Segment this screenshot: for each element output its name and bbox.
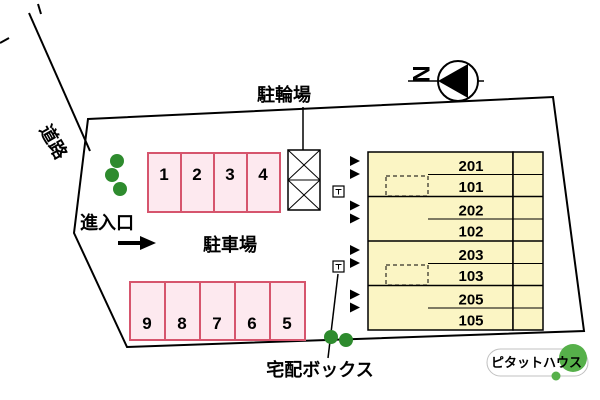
- unit-entrance-marker: [350, 289, 360, 300]
- stall-number: 2: [192, 165, 201, 184]
- road-label: 道路: [36, 121, 73, 164]
- unit-entrance-marker: [350, 213, 360, 224]
- bicycle-parking-label: 駐輪場: [257, 84, 311, 105]
- delivery-box-label: 宅配ボックス: [266, 359, 373, 380]
- unit-entrance-marker: [350, 200, 360, 211]
- stair-outline: [385, 264, 429, 286]
- tree: [339, 333, 353, 347]
- tree: [113, 182, 127, 196]
- stair-outline: [385, 175, 429, 197]
- property-boundary: [72, 95, 586, 349]
- stall-number: 1: [159, 165, 168, 184]
- parking-stalls-bottom: 9 8 7 6 5: [129, 281, 306, 341]
- tree: [324, 330, 338, 344]
- stall-number: 4: [258, 165, 268, 184]
- entrance-label: 進入口: [80, 212, 134, 233]
- delivery-box-pointer: [327, 273, 339, 359]
- unit-number-lower: 103: [458, 268, 483, 285]
- delivery-box: [332, 260, 345, 273]
- unit-entrance-marker: [350, 258, 360, 268]
- road-tick: [37, 3, 42, 15]
- north-arrow: [438, 64, 468, 98]
- stall-group-outline: [129, 281, 306, 341]
- stall-number: 3: [225, 165, 234, 184]
- unit-number-lower: 102: [458, 224, 483, 241]
- stall-number: 6: [247, 314, 256, 333]
- stall-number: 7: [212, 314, 221, 333]
- unit-number-upper: 203: [458, 247, 483, 264]
- entrance-arrow-head: [140, 236, 156, 250]
- unit-entrance-marker: [350, 156, 360, 166]
- stall-number: 5: [282, 314, 291, 333]
- road-edge-mark: [0, 37, 10, 44]
- unit-number-upper: 202: [458, 203, 483, 220]
- unit-number-lower: 101: [458, 179, 483, 196]
- unit-entrance-marker: [350, 302, 360, 313]
- stall-number: 8: [177, 314, 186, 333]
- stall-number: 9: [142, 314, 151, 333]
- unit-number-upper: 205: [458, 292, 483, 309]
- logo-green-dot: [551, 371, 561, 381]
- road-boundary-line: [28, 12, 91, 152]
- north-compass: N: [407, 60, 484, 102]
- unit-number-lower: 105: [458, 313, 483, 330]
- logo-green-blob: [559, 344, 587, 372]
- logo-text: ピタットハウス: [491, 355, 582, 370]
- unit-number-upper: 201: [458, 158, 483, 175]
- bicycle-parking-area: [287, 149, 321, 211]
- unit-entrance-marker: [350, 245, 360, 255]
- building: 201 101 202 102 203 103 205 105: [350, 151, 544, 331]
- tree: [105, 168, 119, 182]
- tree: [110, 154, 124, 168]
- unit-entrance-marker: [350, 169, 360, 179]
- parking-stalls-top: 1 2 3 4: [147, 152, 281, 213]
- north-label: N: [407, 65, 434, 82]
- delivery-box: [332, 185, 345, 198]
- parking-lot-label: 駐車場: [203, 234, 257, 255]
- brand-logo: ピタットハウス: [486, 344, 589, 381]
- hatch-line: [287, 149, 321, 181]
- hatch-line: [287, 179, 321, 211]
